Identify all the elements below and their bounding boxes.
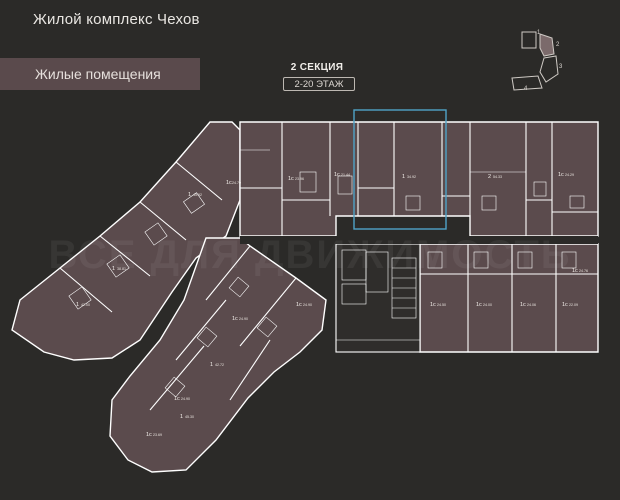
unit-type-label[interactable]: 1с: [430, 302, 436, 308]
minimap-label-4: 4: [524, 86, 528, 92]
minimap-label-2: 2: [556, 42, 560, 48]
minimap-section-4[interactable]: [511, 75, 543, 91]
unit-type-label[interactable]: 2: [488, 174, 491, 180]
unit-area-label: 24.50: [437, 303, 446, 307]
minimap-label-1: 1: [537, 30, 541, 36]
unit-type-label[interactable]: 1с: [288, 176, 294, 182]
unit-area-label: 23.96: [295, 177, 304, 181]
unit-area-label: 34.92: [407, 175, 416, 179]
unit-area-label: 24.29: [565, 173, 574, 177]
unit-area-label: 21.44: [341, 173, 350, 177]
unit-type-label[interactable]: 1: [112, 266, 115, 272]
unit-type-label[interactable]: 1с: [558, 172, 564, 178]
unit-type-label[interactable]: 1: [76, 302, 79, 308]
unit-type-label[interactable]: 1с: [520, 302, 526, 308]
minimap-section-1[interactable]: [521, 31, 537, 49]
minimap-section-2[interactable]: [539, 33, 555, 57]
unit-type-label[interactable]: 1: [188, 192, 191, 198]
unit-type-label[interactable]: 1с: [174, 396, 180, 402]
unit-area-label: 24.70: [232, 181, 241, 185]
unit-type-label[interactable]: 1с: [296, 302, 302, 308]
floors-badge[interactable]: 2-20 ЭТАЖ: [283, 77, 355, 91]
section-label: 2 СЕКЦИЯ: [290, 62, 344, 73]
unit-type-label[interactable]: 1: [180, 414, 183, 420]
unit-type-label[interactable]: 1с: [232, 316, 238, 322]
unit-area-label: 45.30: [185, 415, 194, 419]
selected-apartment-highlight[interactable]: [353, 109, 447, 230]
unit-area-label: 24.00: [483, 303, 492, 307]
unit-type-label[interactable]: 1: [210, 362, 213, 368]
section-minimap[interactable]: 1 2 3 4: [504, 26, 574, 96]
unit-area-label: 24.90: [239, 317, 248, 321]
unit-type-label[interactable]: 1с: [146, 432, 152, 438]
corridor: [240, 236, 598, 244]
unit-area-label: 23.69: [153, 433, 162, 437]
unit-type-label[interactable]: 1с: [226, 180, 232, 186]
unit-area-label: 24.90: [303, 303, 312, 307]
category-label[interactable]: Жилые помещения: [0, 58, 200, 90]
unit-area-label: 42.72: [215, 363, 224, 367]
unit-area-label: 24.06: [527, 303, 536, 307]
minimap-label-3: 3: [559, 64, 563, 70]
unit-area-label: 42.00: [81, 303, 90, 307]
unit-labels: 1с 24.70 1 45.92 1 38.81 1 42.00 1 42.72…: [76, 172, 588, 438]
unit-area-label: 54.33: [493, 175, 502, 179]
watermark: ВСЕ ДЛЯ ДВИЖИМОСТЬ: [48, 233, 571, 277]
unit-type-label[interactable]: 1с: [334, 172, 340, 178]
unit-type-label[interactable]: 1с: [562, 302, 568, 308]
unit-type-label[interactable]: 1с: [476, 302, 482, 308]
unit-area-label: 38.81: [117, 267, 126, 271]
unit-area-label: 24.76: [579, 269, 588, 273]
page-title: Жилой комплекс Чехов: [33, 11, 200, 28]
unit-area-label: 22.09: [569, 303, 578, 307]
unit-area-label: 24.90: [181, 397, 190, 401]
unit-type-label[interactable]: 1: [402, 174, 405, 180]
unit-area-label: 45.92: [193, 193, 202, 197]
unit-type-label[interactable]: 1с: [572, 268, 578, 274]
minimap-section-3[interactable]: [539, 55, 559, 83]
